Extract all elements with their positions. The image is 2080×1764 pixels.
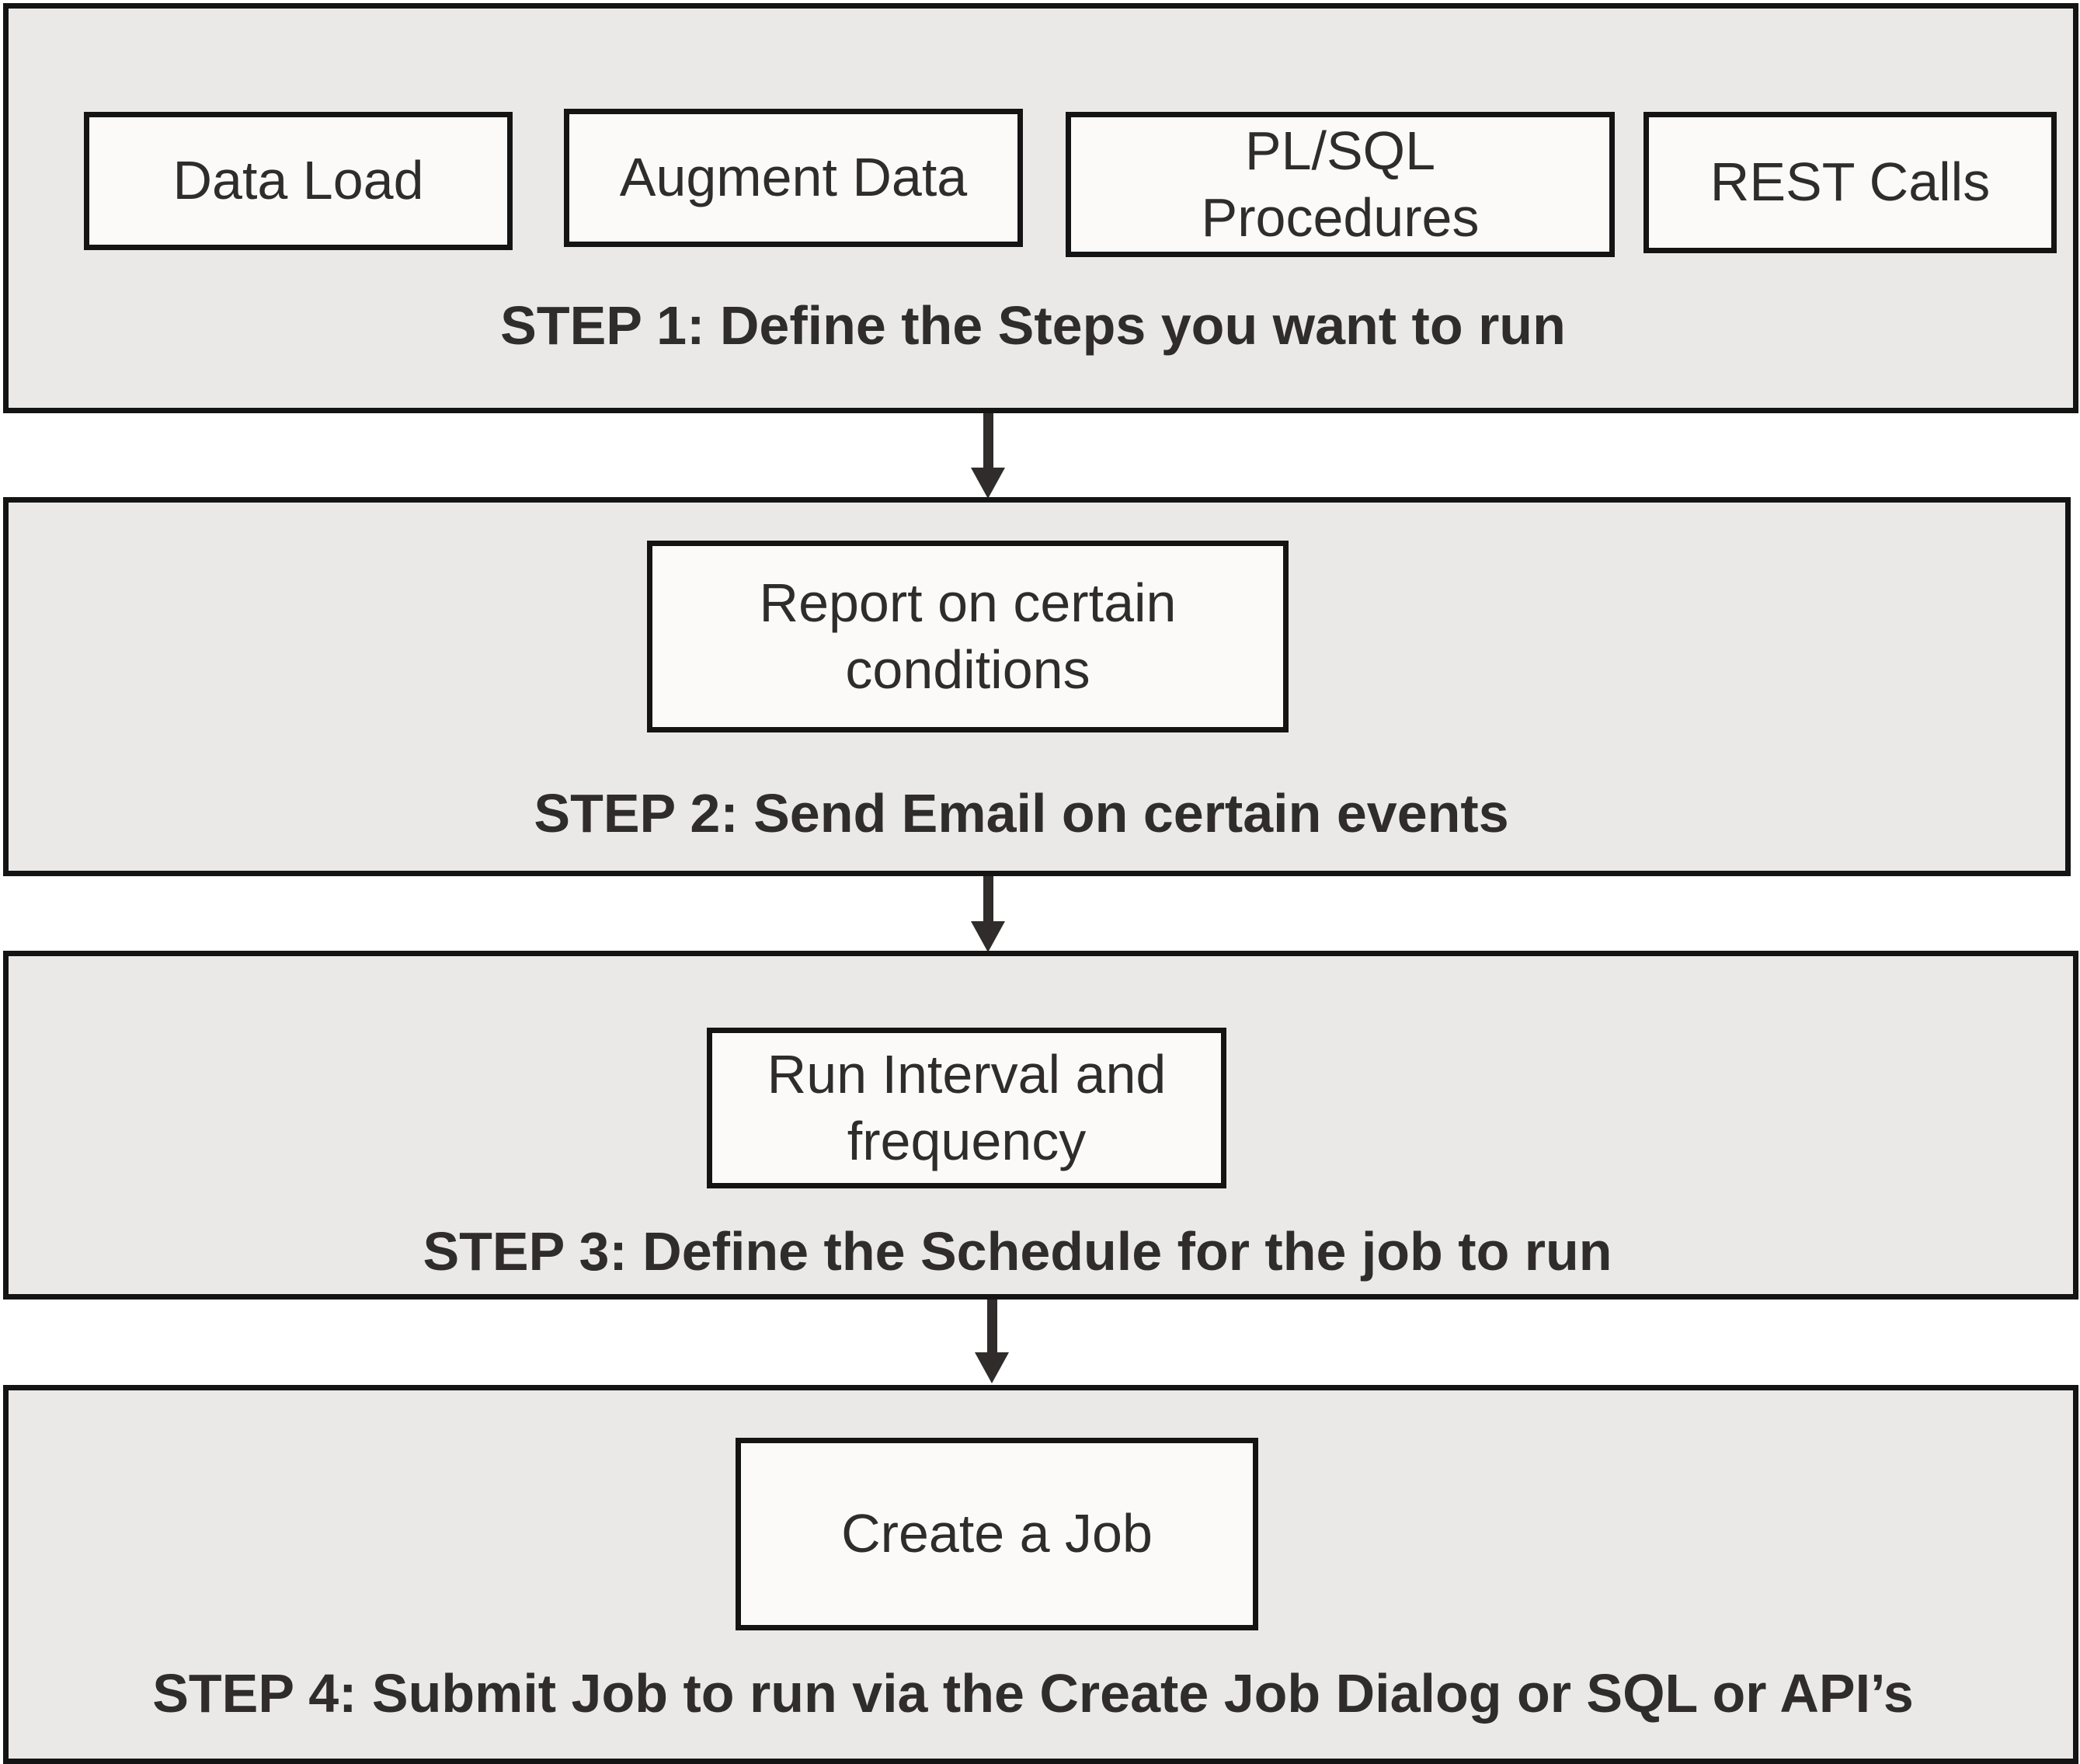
plsql-procedures-box: PL/SQL Procedures bbox=[1066, 112, 1615, 257]
run-interval-label-line1: Run Interval and bbox=[767, 1044, 1167, 1105]
plsql-label-line1: PL/SQL bbox=[1244, 120, 1436, 182]
step1-label: STEP 1: Define the Steps you want to run bbox=[500, 295, 1566, 356]
augment-data-box: Augment Data bbox=[564, 109, 1023, 247]
report-label-line2: conditions bbox=[845, 638, 1090, 700]
run-interval-label-line2: frequency bbox=[847, 1110, 1087, 1171]
create-job-box: Create a Job bbox=[736, 1438, 1258, 1630]
step3-label: STEP 3: Define the Schedule for the job … bbox=[423, 1221, 1612, 1282]
data-load-box: Data Load bbox=[84, 112, 513, 250]
step3-panel: Run Interval and frequency STEP 3: Defin… bbox=[3, 951, 2078, 1300]
step2-panel: Report on certain conditions STEP 2: Sen… bbox=[3, 497, 2071, 876]
arrow-step1-to-step2 bbox=[971, 413, 1005, 499]
augment-data-label: Augment Data bbox=[619, 147, 968, 208]
report-conditions-box: Report on certain conditions bbox=[647, 541, 1289, 732]
run-interval-box: Run Interval and frequency bbox=[707, 1028, 1226, 1188]
step2-label: STEP 2: Send Email on certain events bbox=[534, 783, 1509, 844]
step4-panel: Create a Job STEP 4: Submit Job to run v… bbox=[3, 1385, 2078, 1764]
rest-calls-box: REST Calls bbox=[1643, 112, 2057, 253]
data-load-label: Data Load bbox=[172, 150, 424, 211]
create-job-label: Create a Job bbox=[841, 1503, 1153, 1564]
report-label-line1: Report on certain bbox=[759, 572, 1177, 634]
step4-label: STEP 4: Submit Job to run via the Create… bbox=[152, 1663, 1914, 1724]
plsql-label-line2: Procedures bbox=[1201, 186, 1480, 248]
rest-calls-label: REST Calls bbox=[1710, 151, 1991, 213]
arrow-step3-to-step4 bbox=[975, 1300, 1009, 1383]
arrow-step2-to-step3 bbox=[971, 876, 1005, 952]
step1-panel: Data Load Augment Data PL/SQL Procedures… bbox=[3, 3, 2078, 413]
